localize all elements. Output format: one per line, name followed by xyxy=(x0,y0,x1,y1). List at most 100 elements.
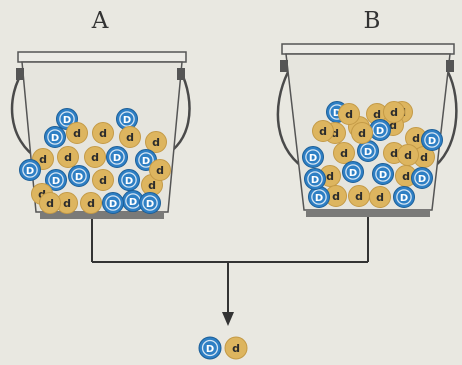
bucket-a-ball: d xyxy=(66,122,88,144)
bucket-b-label: B xyxy=(363,8,381,34)
bucket-b-ball-letter: D xyxy=(418,174,426,185)
result-ball-letter: D xyxy=(206,344,214,355)
bucket-a-ball: D xyxy=(139,192,161,214)
bucket-a-ball-circle xyxy=(80,192,102,214)
result-ball-letter: d xyxy=(232,342,240,355)
bucket-b-ball-letter: d xyxy=(332,190,340,203)
bucket-b-ball-ring xyxy=(307,171,323,187)
bucket-a-ball-letter: d xyxy=(63,197,71,210)
bucket-b-ball-letter: d xyxy=(420,151,428,164)
bucket-a-ball-ring xyxy=(47,129,63,145)
bucket-a-ball-letter: d xyxy=(99,174,107,187)
bucket-b-ball: d xyxy=(369,186,391,208)
bucket-a-ball-letter: d xyxy=(156,164,164,177)
bucket-b-ball-letter: d xyxy=(345,108,353,121)
bucket-b-ball: d xyxy=(312,120,334,142)
bucket-a-ball-letter: d xyxy=(126,131,134,144)
bucket-a-ball-circle xyxy=(92,169,114,191)
result-ball: D xyxy=(198,336,222,360)
bucket-b-ball-letter: d xyxy=(340,147,348,160)
bucket-a-ball-circle xyxy=(149,159,171,181)
bucket-b-ball-letter: D xyxy=(400,193,408,204)
bucket-a-ball-ring xyxy=(109,149,125,165)
bucket-a-ball: D xyxy=(45,169,67,191)
bucket-b-ball: d xyxy=(338,103,360,125)
bucket-a-ball-letter: D xyxy=(51,133,59,144)
bucket-a-ball-ring xyxy=(48,172,64,188)
bucket-b-ball-ring xyxy=(360,143,376,159)
bucket-a-ball-letter: d xyxy=(73,127,81,140)
bucket-a-ball-letter: d xyxy=(152,136,160,149)
bucket-b-ball-letter: d xyxy=(390,147,398,160)
bucket-a-base xyxy=(40,212,164,219)
bucket-a-ball-letter: d xyxy=(64,151,72,164)
bucket-a-ball-circle xyxy=(66,122,88,144)
bucket-b-ball-circle xyxy=(351,122,373,144)
bucket-a-ball-ring xyxy=(138,152,154,168)
bucket-b-ball-letter: d xyxy=(358,127,366,140)
bucket-a-ball: D xyxy=(116,108,138,130)
bucket-b-ball-ring xyxy=(372,122,388,138)
bucket-b-ball-letter: d xyxy=(402,170,410,183)
bucket-a-ball: d xyxy=(84,146,106,168)
bucket-b-ball-circle xyxy=(333,142,355,164)
bucket-b-ball-ring xyxy=(396,189,412,205)
bucket-b-ball: d xyxy=(333,142,355,164)
bucket-a-ball-letter: d xyxy=(39,153,47,166)
bucket-a-ball-letter: D xyxy=(123,115,131,126)
bucket-a-ball-letter: D xyxy=(125,176,133,187)
bucket-b-ball-letter: d xyxy=(319,125,327,138)
bucket-a-ball: d xyxy=(149,159,171,181)
bucket-a-ball-circle xyxy=(39,192,61,214)
bucket-b-ball-letter: D xyxy=(379,170,387,181)
bucket-a-ball: D xyxy=(44,126,66,148)
bucket-b-ball: D xyxy=(369,119,391,141)
bucket-b-ball-letter: d xyxy=(331,127,339,140)
bucket-b-ball-letter: D xyxy=(349,168,357,179)
bucket-a-ball-ring xyxy=(59,111,75,127)
result-ball: d xyxy=(224,336,248,360)
bucket-a-ball: D xyxy=(122,190,144,212)
bucket-a-ball-letter: d xyxy=(91,151,99,164)
bucket-b-ball-letter: d xyxy=(355,190,363,203)
bucket-a-label: A xyxy=(91,8,109,34)
bucket-b-ball: D xyxy=(304,168,326,190)
bucket-a-ball-letter: D xyxy=(75,172,83,183)
bucket-a-ball-letter: D xyxy=(63,115,71,126)
bucket-b-rim xyxy=(281,43,455,55)
bucket-a-ball-letter: d xyxy=(38,188,46,201)
bucket-a-ball-letter: D xyxy=(146,199,154,210)
connector xyxy=(91,217,369,326)
bucket-a-ball-circle xyxy=(119,126,141,148)
bucket-a-ball-ring xyxy=(22,162,38,178)
bucket-b-ball-letter: D xyxy=(428,136,436,147)
bucket-b-ball: D xyxy=(308,186,330,208)
bucket-b-ball-letter: D xyxy=(364,147,372,158)
bucket-b-ball: D xyxy=(421,129,443,151)
bucket-b-ball-circle xyxy=(338,103,360,125)
bucket-b-ball: D xyxy=(372,163,394,185)
bucket-b-ball-ring xyxy=(375,166,391,182)
bucket-a-ball: d xyxy=(145,131,167,153)
bucket-a-rim xyxy=(17,51,187,63)
bucket-b-ball: d xyxy=(383,101,405,123)
bucket-a-ball: D xyxy=(106,146,128,168)
bucket-a-ball: d xyxy=(57,146,79,168)
bucket-b-ball: D xyxy=(393,186,415,208)
bucket-b-ball-letter: d xyxy=(373,108,381,121)
bucket-b-ball: d xyxy=(325,185,347,207)
bucket-a-ball-circle xyxy=(84,146,106,168)
bucket-b-ball: d xyxy=(397,144,419,166)
bucket-b-ball: D xyxy=(411,167,433,189)
bucket-a-ball-letter: D xyxy=(142,156,150,167)
bucket-b-ball-circle xyxy=(397,144,419,166)
bucket-a-ball-letter: D xyxy=(129,197,137,208)
bucket-b-balls: dDddddDddDddDddDdDddDDdDDddDdd xyxy=(302,101,443,208)
result-ball-circle xyxy=(224,336,248,360)
bucket-b-ball: D xyxy=(342,161,364,183)
bucket-b-handle-right xyxy=(429,71,458,172)
bucket-a-ball-letter: d xyxy=(46,197,54,210)
bucket-b-ball-circle xyxy=(312,120,334,142)
